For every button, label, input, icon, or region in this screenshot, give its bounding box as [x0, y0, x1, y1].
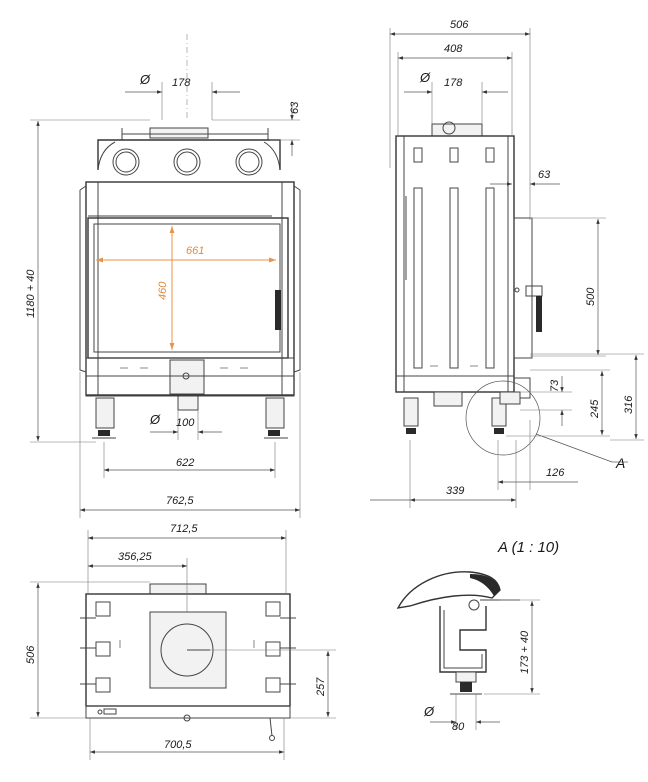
dim-base-width: 700,5 — [164, 739, 192, 751]
diameter-symbol-2: Ø — [149, 412, 161, 427]
dim-126: 126 — [546, 467, 565, 479]
dim-flue-height: 63 — [289, 101, 301, 114]
dim-top-depth: 506 — [25, 645, 37, 664]
dim-detail-diameter: 80 — [452, 721, 465, 733]
dim-flue-offset: 356,25 — [118, 551, 153, 563]
dim-handle-height: 500 — [585, 287, 597, 306]
dim-total-height: 1180 + 40 — [25, 269, 37, 318]
dim-339: 339 — [446, 485, 464, 497]
dim-side-flue-diameter: 178 — [444, 77, 463, 89]
dim-feet-spacing: 622 — [176, 457, 194, 469]
detail-marker-a: A — [615, 455, 625, 471]
dim-glass-height: 460 — [157, 281, 169, 300]
dim-detail-height: 173 + 40 — [519, 630, 531, 674]
dim-73: 73 — [549, 379, 561, 392]
detail-title: A (1 : 10) — [497, 539, 559, 556]
side-view: A 506 408 Ø 178 63 500 73 — [370, 19, 644, 508]
dim-245: 245 — [589, 399, 601, 419]
dim-top-offset: 63 — [538, 169, 551, 181]
dim-top-width: 712,5 — [170, 523, 198, 535]
dim-total-width: 762,5 — [166, 495, 194, 507]
detail-view-a: A (1 : 10) 173 + 40 Ø 80 — [396, 539, 559, 733]
dim-flue-diameter: 178 — [172, 77, 191, 89]
dim-glass-width: 661 — [186, 245, 204, 257]
dim-body-depth: 408 — [444, 43, 463, 55]
diameter-symbol: Ø — [139, 72, 151, 87]
diameter-symbol-3: Ø — [419, 70, 431, 85]
top-view: 712,5 356,25 506 257 700,5 — [25, 523, 336, 760]
diameter-symbol-4: Ø — [423, 704, 435, 719]
dim-total-depth: 506 — [450, 19, 469, 31]
dim-316: 316 — [623, 395, 635, 414]
dim-air-inlet-diameter: 100 — [176, 417, 195, 429]
front-view: 661 460 Ø 178 63 — [25, 34, 301, 518]
dim-flue-depth-offset: 257 — [315, 677, 327, 697]
